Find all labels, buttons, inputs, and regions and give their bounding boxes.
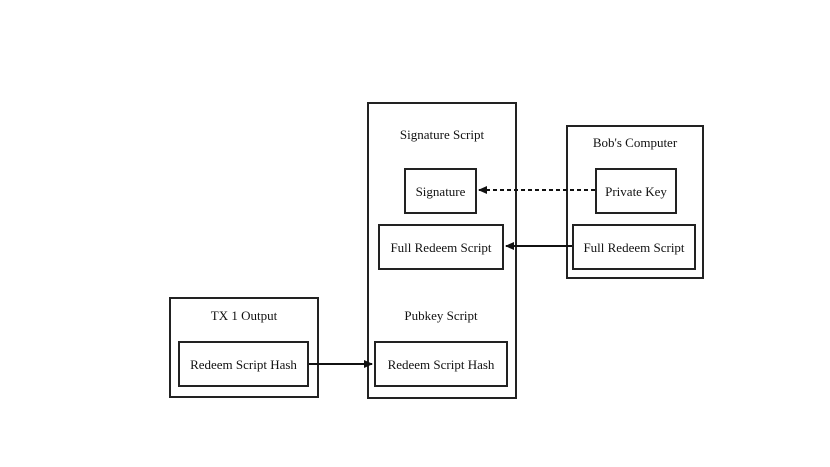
sig-full-redeem-script-box: Full Redeem Script (378, 224, 504, 270)
signature-box: Signature (404, 168, 477, 214)
bob-full-redeem-script-box: Full Redeem Script (572, 224, 696, 270)
private-key-box: Private Key (595, 168, 677, 214)
sig-full-redeem-script-label: Full Redeem Script (390, 239, 492, 255)
private-key-label: Private Key (605, 183, 667, 199)
tx1-output-title: TX 1 Output (210, 308, 278, 323)
tx1-redeem-script-hash-box: Redeem Script Hash (178, 341, 309, 387)
pubkey-script-title: Pubkey Script (404, 308, 478, 323)
signature-script-title: Signature Script (399, 127, 485, 142)
signature-label: Signature (415, 183, 466, 199)
pubkey-redeem-script-hash-box: Redeem Script Hash (374, 341, 508, 387)
pubkey-redeem-script-hash-label: Redeem Script Hash (387, 356, 495, 372)
bobs-computer-title: Bob's Computer (592, 135, 678, 150)
tx1-redeem-script-hash-label: Redeem Script Hash (190, 356, 297, 372)
bob-full-redeem-script-label: Full Redeem Script (583, 239, 685, 255)
